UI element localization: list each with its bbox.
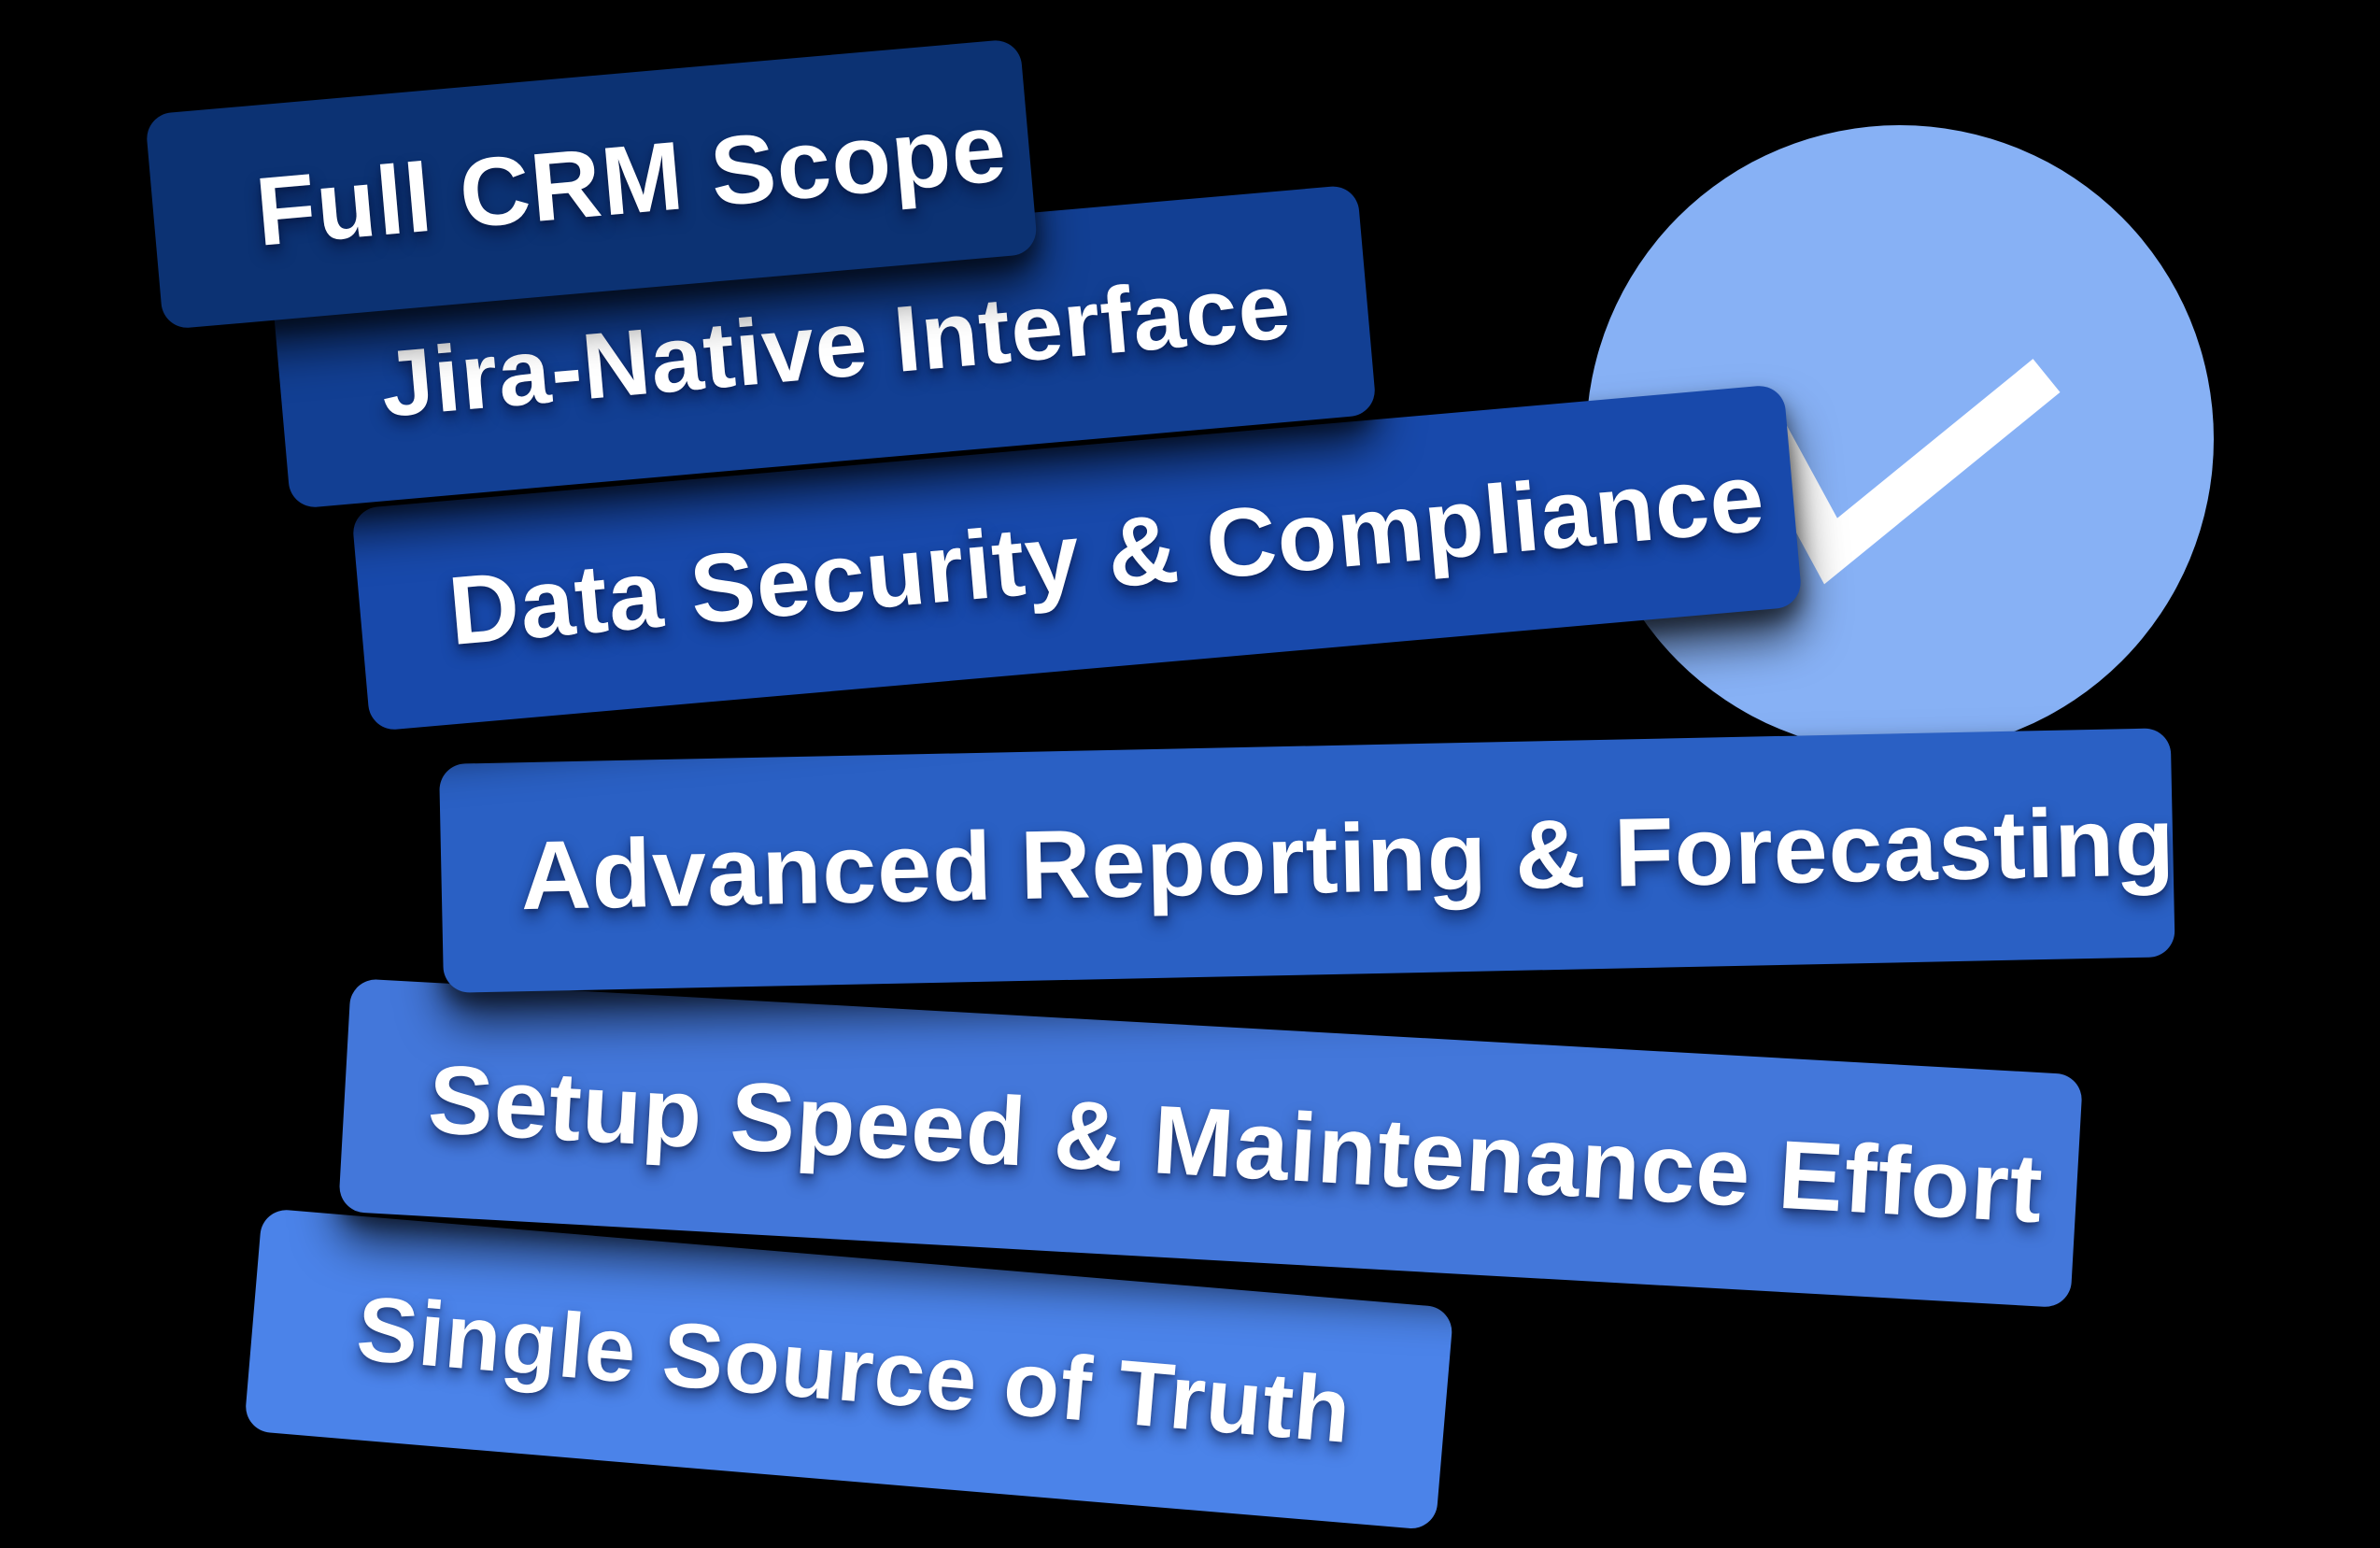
banner-label: Single Source of Truth (353, 1276, 1355, 1463)
banner-label: Full CRM Scope (251, 92, 1012, 267)
banner-label: Setup Speed & Maintenance Effort (425, 1044, 2047, 1243)
banner-label: Advanced Reporting & Forecasting (519, 788, 2176, 931)
banner-advanced-reporting-forecasting: Advanced Reporting & Forecasting (439, 728, 2176, 993)
